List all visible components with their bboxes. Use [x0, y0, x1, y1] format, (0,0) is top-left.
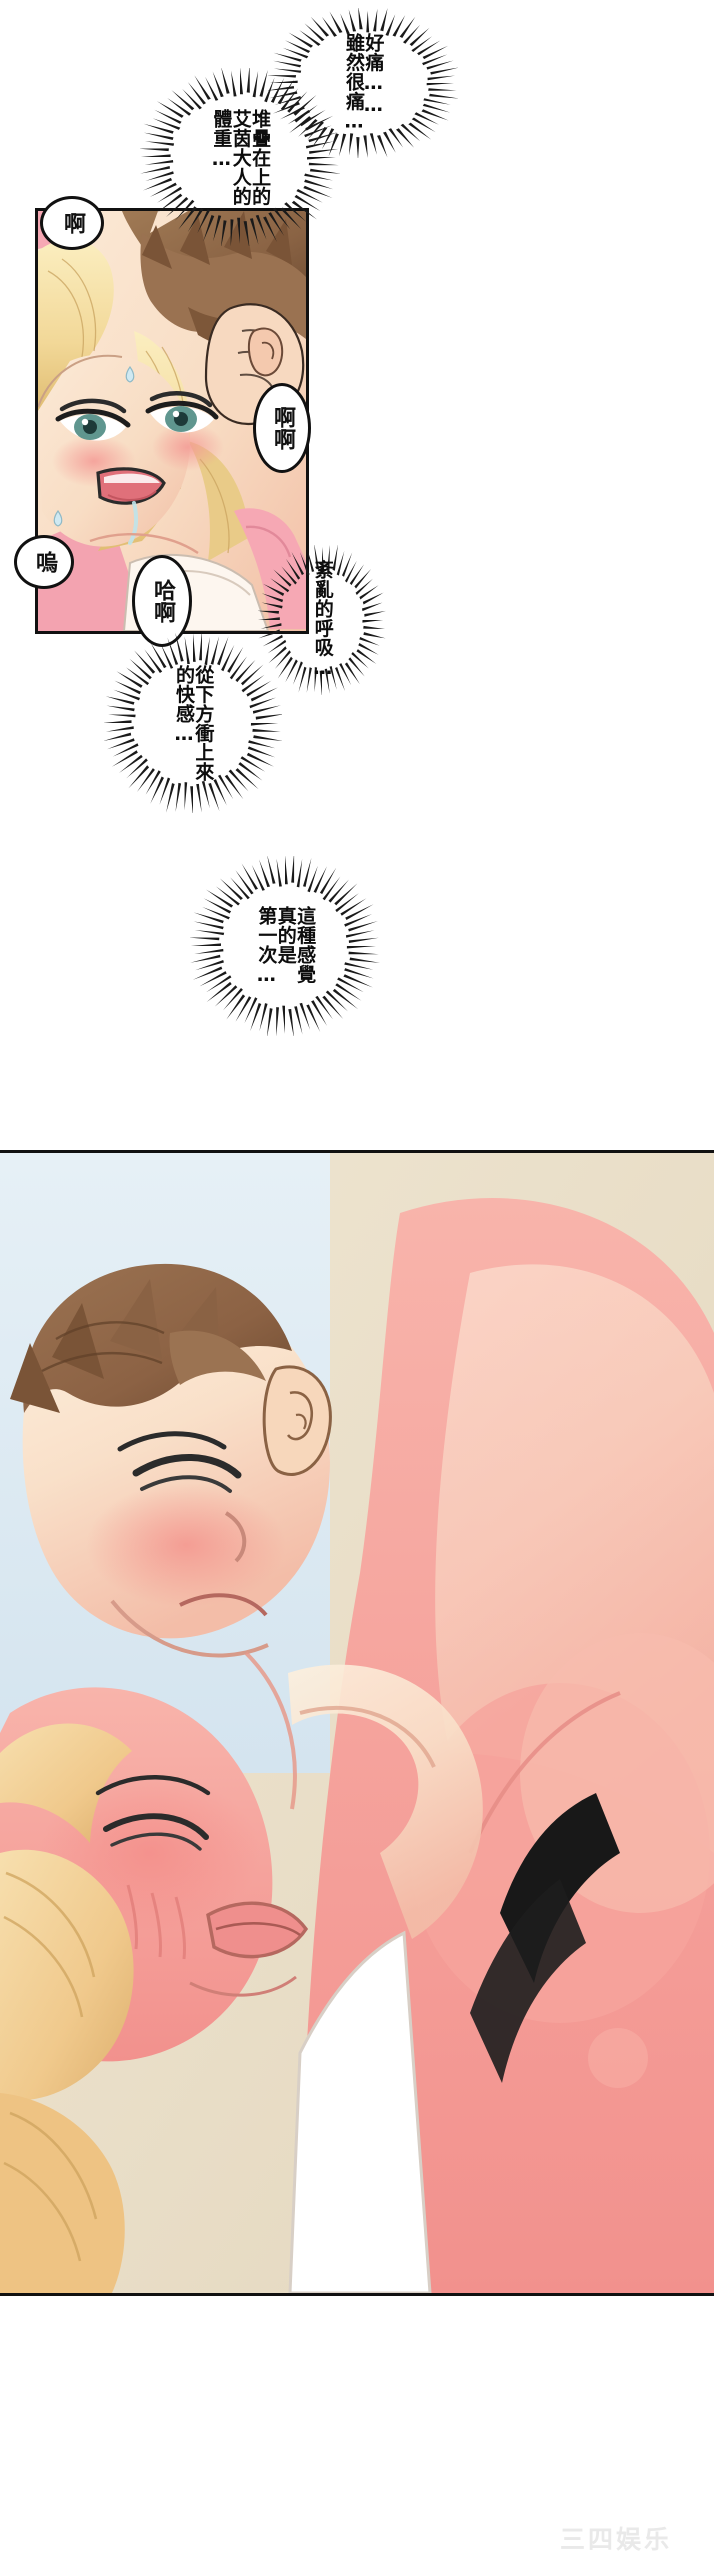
- speech-balloon-ahah-text: 啊啊: [270, 406, 295, 450]
- thought-bubble-first-time: 這種感覺 真的是 第一次…: [190, 856, 380, 1036]
- thought-bubble-first-time-text: 這種感覺 真的是 第一次…: [255, 905, 317, 987]
- burst-outline-weight: [140, 68, 340, 246]
- speech-balloon-wu-text: 嗚: [32, 551, 57, 573]
- burst-outline-breath: [258, 545, 386, 695]
- thought-bubble-breath: 紊亂的呼吸…: [258, 545, 386, 695]
- thought-bubble-weight-text: 堆疊在上的 艾茵大人的 體重…: [210, 108, 272, 206]
- speech-balloon-ahah-right: 啊啊: [253, 383, 311, 473]
- panel-2-artwork: [0, 1153, 714, 2293]
- speech-balloon-haah-text: 哈啊: [150, 579, 175, 623]
- site-watermark: 三四娱乐: [560, 2525, 673, 2554]
- burst-outline-pleasure: [104, 633, 282, 813]
- thought-bubble-breath-text: 紊亂的呼吸…: [311, 560, 334, 680]
- speech-balloon-ah-text: 啊: [60, 212, 85, 234]
- comic-panel-kiss: [0, 1150, 714, 2296]
- thought-bubble-pleasure-text: 從下方衝上來 的快感…: [173, 664, 215, 782]
- speech-balloon-ah-top-left: 啊: [40, 196, 104, 250]
- thought-bubble-pain: 好痛…… 雖然很痛…: [268, 8, 458, 158]
- thought-bubble-weight: 堆疊在上的 艾茵大人的 體重…: [140, 68, 340, 246]
- speech-balloon-haah: 哈啊: [132, 555, 192, 647]
- thought-bubble-pleasure: 從下方衝上來 的快感…: [104, 633, 282, 813]
- thought-bubble-pain-text: 好痛…… 雖然很痛…: [343, 33, 385, 133]
- burst-outline-pain: [268, 8, 458, 158]
- speech-balloon-wu: 嗚: [14, 535, 74, 589]
- burst-outline-first-time: [190, 856, 380, 1036]
